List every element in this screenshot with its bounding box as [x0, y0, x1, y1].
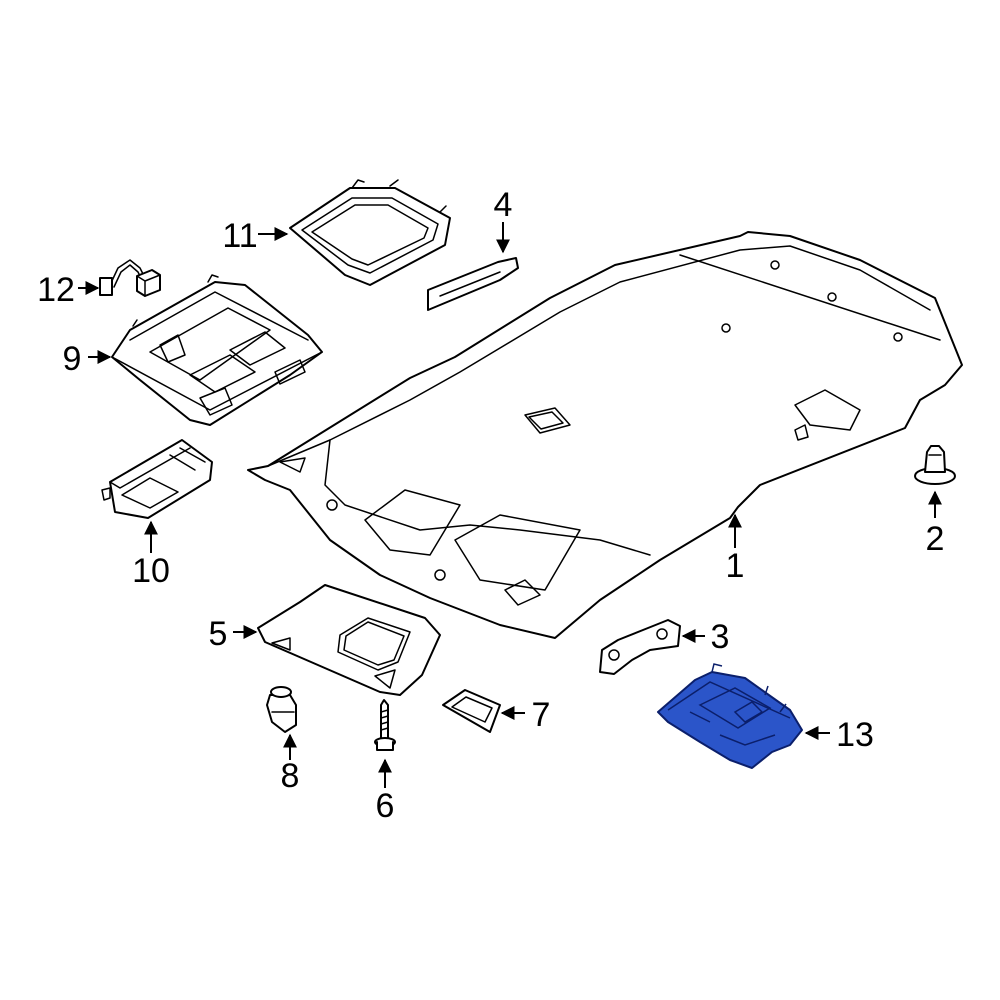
part-10-storage-box[interactable]: 10	[101, 439, 213, 590]
part-2-clip[interactable]: 2	[914, 445, 956, 558]
part-12-wiring-harness[interactable]: 12	[37, 259, 161, 309]
part-3-bracket[interactable]: 3	[599, 618, 730, 675]
part-9-overhead-console[interactable]: 9	[63, 274, 323, 426]
callout-7: 7	[532, 696, 551, 734]
callout-1: 1	[726, 547, 745, 585]
callout-3: 3	[711, 618, 730, 656]
part-5-sun-visor[interactable]: 5	[209, 584, 441, 696]
callout-9: 9	[63, 340, 82, 378]
callout-4: 4	[494, 186, 513, 224]
part-1-headliner[interactable]: 1	[247, 231, 963, 639]
part-6-bolt[interactable]: 6	[374, 699, 396, 825]
callout-13: 13	[836, 716, 874, 754]
callout-8: 8	[281, 757, 300, 795]
callout-5: 5	[209, 615, 228, 653]
part-4-grip-handle[interactable]: 4	[427, 186, 519, 311]
callout-11: 11	[222, 217, 257, 255]
callout-6: 6	[376, 787, 395, 825]
part-13-map-lamp-highlighted[interactable]: 13	[657, 663, 874, 769]
part-8-holder[interactable]: 8	[266, 686, 300, 795]
part-11-lamp-frame[interactable]: 11	[222, 179, 451, 286]
callout-12: 12	[37, 271, 75, 309]
callout-10: 10	[132, 552, 170, 590]
callout-2: 2	[926, 520, 945, 558]
part-7-cover[interactable]: 7	[442, 689, 551, 734]
